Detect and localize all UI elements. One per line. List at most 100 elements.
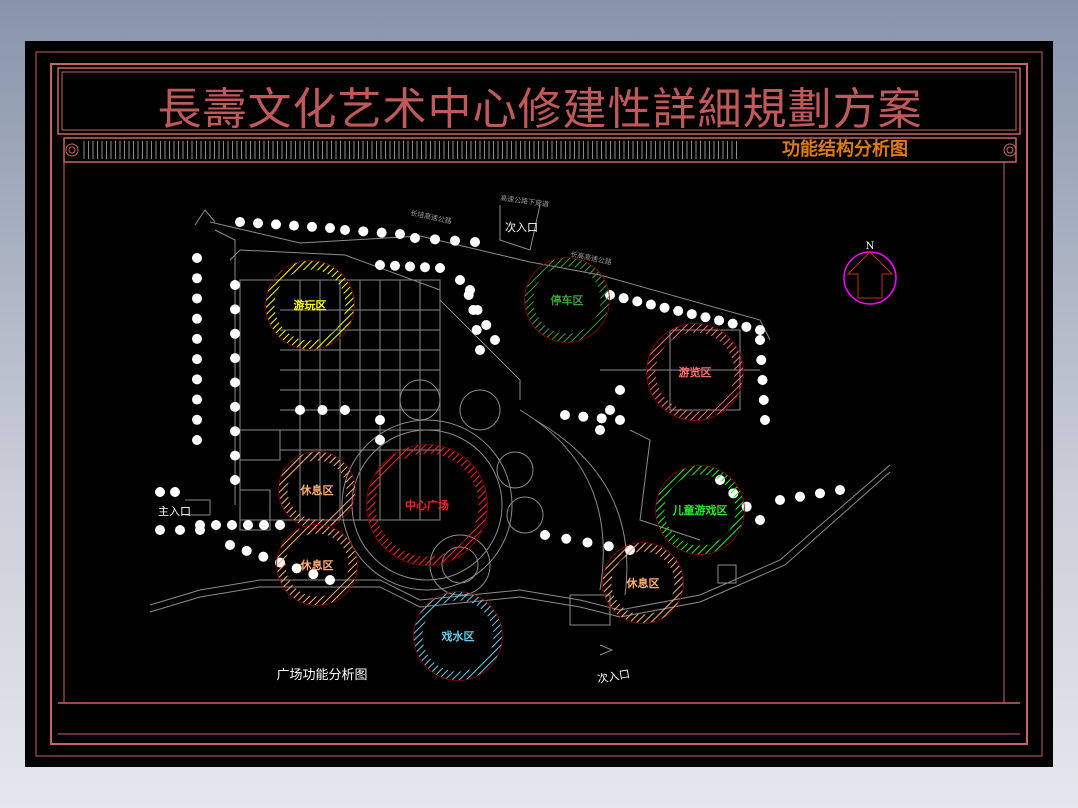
tree-icon [760, 415, 770, 425]
tree-icon [375, 415, 385, 425]
zone-9: 戏水区 [413, 591, 503, 681]
tree-icon [192, 273, 202, 284]
title-balustrade [83, 141, 737, 159]
tree-icon [455, 275, 465, 285]
tree-icon [405, 261, 415, 272]
tree-icon [170, 487, 180, 497]
tree-icon [435, 263, 445, 273]
tree-icon [605, 405, 615, 415]
tree-icon [755, 515, 765, 525]
tree-icon [540, 530, 550, 540]
tree-icon [375, 435, 385, 445]
tree-icon [490, 335, 500, 345]
tree-icon [243, 520, 253, 530]
tree-icon [175, 525, 185, 535]
tree-icon [727, 318, 738, 329]
tree-icon [230, 280, 240, 290]
zone-8: 休息区 [602, 542, 684, 624]
tree-icon [325, 575, 335, 585]
zone-ring [524, 257, 610, 343]
tree-icon [258, 551, 269, 562]
tree-icon [673, 305, 684, 316]
tree-icon [615, 385, 625, 395]
tree-icon [375, 260, 385, 270]
zone-3: 游览区 [646, 323, 744, 421]
tree-icon [481, 320, 492, 330]
tree-icon [155, 525, 165, 535]
tree-icon [775, 495, 785, 505]
tree-icon [758, 395, 769, 405]
drawing-title: 長壽文化艺术中心修建性詳細規劃方案 [158, 84, 923, 135]
tree-icon [259, 520, 269, 530]
tree-icon [291, 563, 302, 574]
tree-icon [317, 405, 328, 415]
tree-icon [700, 312, 711, 323]
zone-label: 停车区 [551, 293, 584, 307]
tree-icon [358, 226, 369, 237]
tree-icon [470, 237, 480, 247]
zone-label: 戏水区 [441, 629, 475, 643]
zone-ring [602, 542, 684, 624]
tree-icon [465, 285, 475, 295]
tree-icon [755, 325, 765, 335]
zone-4: 休息区 [278, 451, 356, 529]
drawing-frame [35, 51, 1043, 757]
tree-icon [192, 354, 202, 365]
site-plan: 長壽文化艺术中心修建性詳細規劃方案 功能结构分析图 游玩区停车区游览区休息区中心… [35, 51, 1043, 757]
tree-icon [560, 410, 570, 420]
tree-icon [271, 219, 281, 230]
tree-icon [325, 223, 335, 233]
zone-label: 休息区 [300, 483, 334, 497]
tree-icon [596, 413, 607, 424]
tree-icon [195, 525, 205, 535]
tree-icon [295, 405, 305, 415]
tree-icon [450, 235, 460, 246]
tree-icon [340, 225, 350, 235]
tree-icon [230, 401, 240, 412]
zone-ring [265, 260, 355, 350]
road-label-underpass: 高速公路下穿道 [500, 193, 550, 209]
zone-ring [366, 444, 488, 566]
tree-icon [615, 415, 625, 425]
tree-icon [192, 374, 202, 385]
tree-icon [603, 541, 614, 552]
tree-icon [815, 488, 825, 499]
road-label-left: 长培高速公路 [410, 208, 453, 226]
zone-1: 游玩区 [265, 260, 355, 350]
trees [155, 217, 845, 585]
tree-icon [755, 335, 765, 345]
tree-icon [757, 375, 768, 385]
tree-icon [595, 425, 605, 435]
tree-icon [241, 545, 252, 556]
zone-2: 停车区 [524, 257, 610, 343]
drawing-subtitle: 功能结构分析图 [782, 138, 908, 160]
zone-label: 游玩区 [294, 298, 327, 312]
tree-icon [376, 227, 387, 238]
zone-label: 游览区 [679, 365, 712, 379]
tree-icon [230, 353, 240, 364]
tree-icon [632, 296, 643, 307]
zone-ring [413, 591, 503, 681]
tree-icon [225, 540, 235, 550]
tree-icon [155, 487, 165, 497]
tree-icon [192, 253, 202, 263]
plan-caption: 广场功能分析图 [276, 668, 367, 683]
tree-icon [340, 405, 350, 415]
tree-icon [390, 260, 400, 271]
tree-icon [795, 491, 805, 502]
secondary-entrance-bottom: 次入口 [596, 666, 631, 686]
tree-icon [308, 569, 319, 580]
secondary-entrance-top: 次入口 [505, 220, 538, 234]
tree-icon [756, 355, 767, 365]
tree-icon [230, 304, 240, 315]
north-label: N [866, 241, 875, 252]
tree-icon [230, 377, 240, 388]
zone-ring [655, 465, 745, 555]
site-linework [149, 204, 891, 656]
tree-icon [686, 309, 697, 320]
tree-icon [468, 305, 479, 315]
tree-icon [192, 293, 202, 304]
tree-icon [430, 234, 440, 245]
tree-icon [741, 321, 752, 332]
tree-icon [192, 414, 202, 425]
